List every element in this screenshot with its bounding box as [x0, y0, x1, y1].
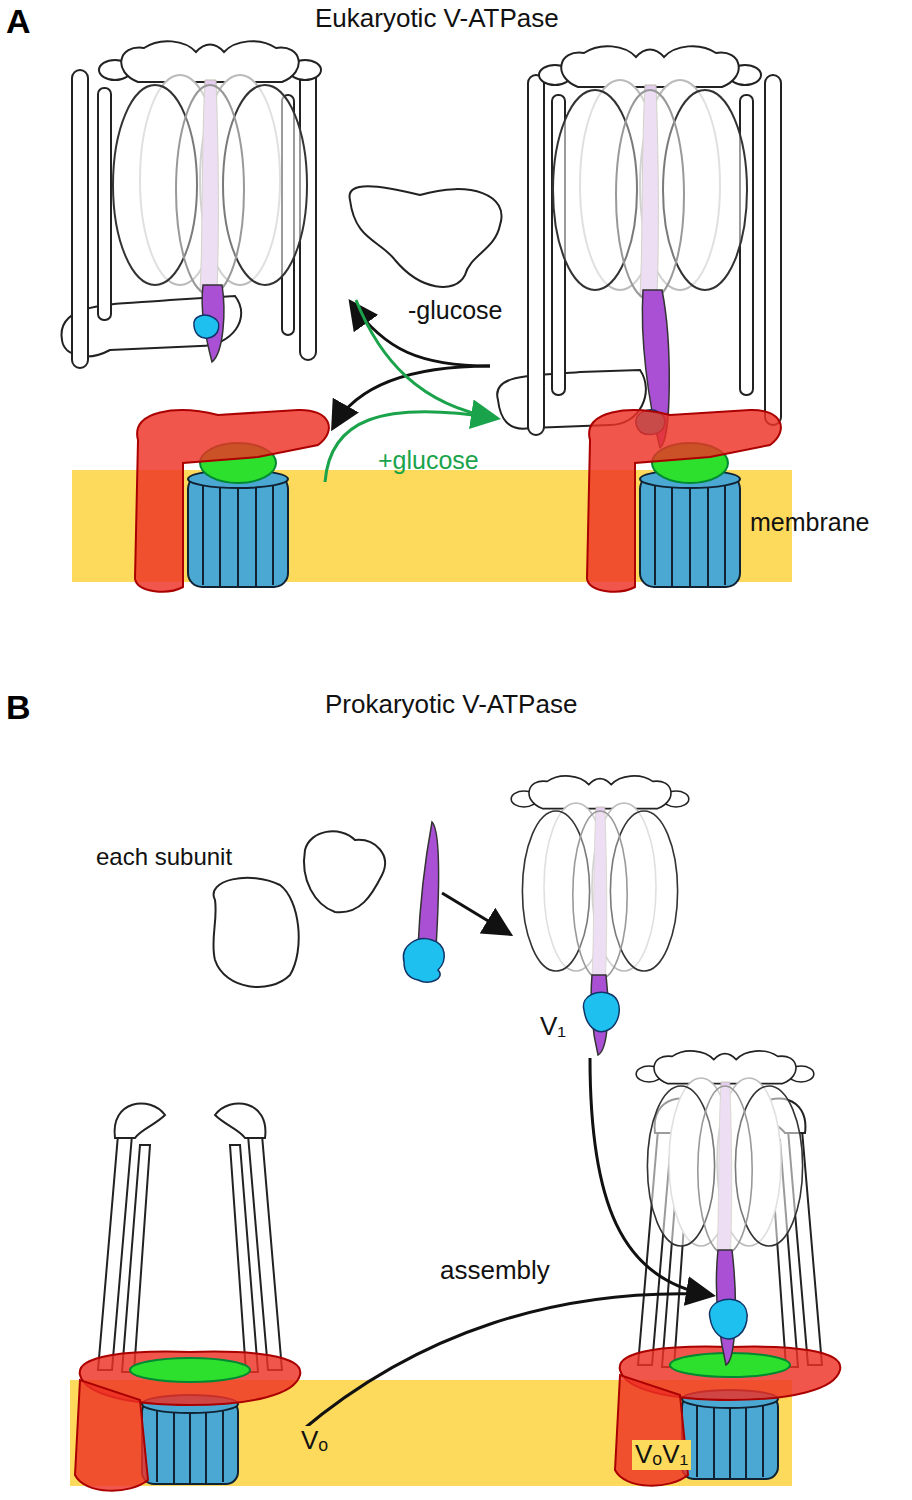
stalk-subunit — [418, 822, 439, 948]
arrow — [442, 893, 508, 933]
arrow — [334, 366, 490, 426]
panel-title: Prokaryotic V-ATPase — [325, 690, 577, 720]
v1-dissociated — [61, 41, 321, 368]
complex-label: VₒV₁ — [632, 1440, 691, 1470]
process-label: assembly — [440, 1256, 550, 1286]
panel-letter: A — [6, 2, 31, 41]
vov1-eukaryotic — [497, 46, 781, 592]
condition-label: +glucose — [378, 446, 479, 475]
membrane-label: membrane — [750, 508, 870, 537]
stalk-subunit — [403, 939, 444, 982]
note-label: each subunit — [96, 843, 232, 871]
vo-complex — [75, 1103, 300, 1490]
v1-prokaryotic — [511, 776, 689, 1055]
panel-title: Eukaryotic V-ATPase — [315, 4, 559, 34]
arrow — [300, 1294, 700, 1432]
complex-label: V₁ — [540, 1012, 566, 1042]
free-subunit — [350, 186, 502, 287]
vo-complex — [135, 410, 329, 592]
panel-letter: B — [6, 688, 31, 727]
arrow — [590, 1058, 710, 1295]
condition-label: -glucose — [408, 296, 503, 325]
subunit — [304, 831, 385, 912]
arrow — [325, 412, 495, 482]
complex-label: Vₒ — [298, 1426, 331, 1456]
subunit — [213, 878, 298, 987]
